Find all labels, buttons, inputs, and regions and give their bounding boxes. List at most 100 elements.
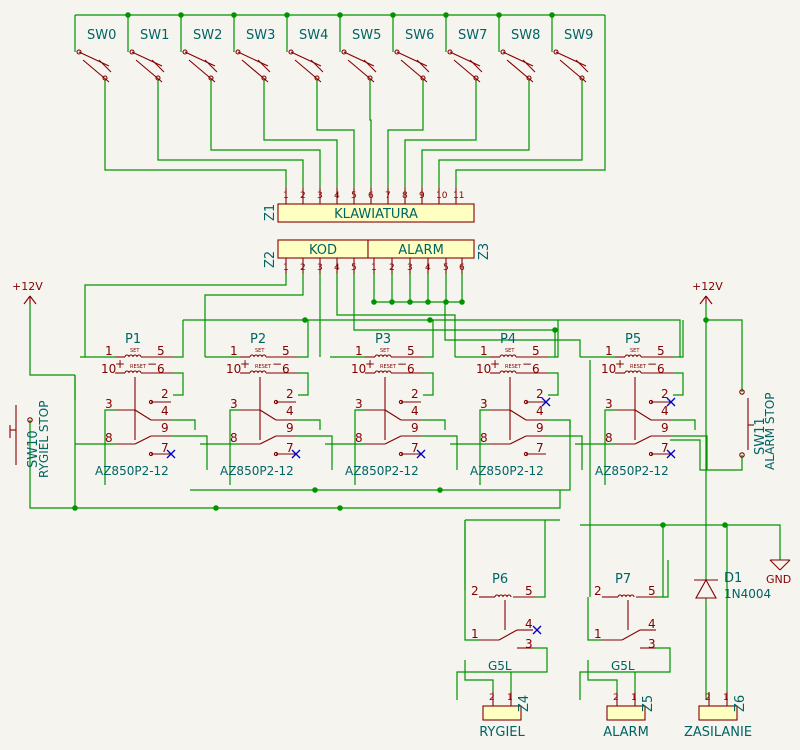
connector-pin-number: 5 xyxy=(443,263,449,273)
switch-lever xyxy=(151,59,165,73)
relay-wire xyxy=(579,647,671,700)
diode-value: 1N4004 xyxy=(724,587,771,601)
relay-value: AZ850P2-12 xyxy=(345,464,419,478)
keypad-connector-ref: Z1 xyxy=(263,204,278,221)
switch-lever xyxy=(310,59,324,73)
keypad-wire xyxy=(263,80,338,188)
relay-coil xyxy=(124,370,130,374)
relay-pin-number: 2 xyxy=(594,584,602,598)
relay-coil xyxy=(632,370,638,374)
connector-pin-number: 2 xyxy=(613,693,619,703)
relay-coil xyxy=(629,594,635,598)
relay-wire xyxy=(673,372,684,396)
relay-ref: P4 xyxy=(500,332,516,347)
relay-reset-label: RESET xyxy=(380,364,397,370)
relay-coil xyxy=(625,594,631,598)
relay-wire xyxy=(296,435,333,470)
relay-polarity: − xyxy=(522,357,532,371)
rygiel-stop-value: RYGIEL STOP xyxy=(37,401,51,478)
relay-polarity: − xyxy=(397,357,407,371)
relay-coil xyxy=(621,594,627,598)
connector-pin-number: 3 xyxy=(407,263,413,273)
connector-pin-number: 10 xyxy=(436,191,448,201)
relay-polarity: − xyxy=(272,357,282,371)
junction-dot xyxy=(213,505,219,511)
relay-reset-label: RESET xyxy=(130,364,147,370)
power-symbol xyxy=(29,295,37,305)
relay-coil xyxy=(382,354,388,358)
switch-ref: SW8 xyxy=(511,28,540,43)
connector-pin-number: 3 xyxy=(317,191,323,201)
relay-coil xyxy=(502,594,508,598)
switch-lever xyxy=(98,59,112,73)
relay-pin-number: 6 xyxy=(532,362,540,376)
diode-body xyxy=(695,578,717,599)
switch-contact xyxy=(500,49,506,55)
alarm-stop-value: ALARM STOP xyxy=(763,392,777,470)
relay-pin-number: 9 xyxy=(286,421,294,435)
relay-contact xyxy=(273,451,279,457)
switch-contact xyxy=(739,452,745,458)
relay-pin-number: 1 xyxy=(355,344,363,358)
relay-ref: P1 xyxy=(125,332,141,347)
switch-lever xyxy=(559,59,587,83)
relay-coil xyxy=(494,594,500,598)
junction-dot xyxy=(72,505,78,511)
no-connect-mark xyxy=(291,449,301,459)
junction-dot xyxy=(231,12,237,18)
relay-coil xyxy=(624,370,630,374)
switch-contact xyxy=(314,75,320,81)
no-connect-mark xyxy=(541,397,551,407)
relay-coil xyxy=(378,370,384,374)
relay-pin-number: 1 xyxy=(471,627,479,641)
alarm-out-connector-body xyxy=(606,705,646,721)
switch-contact xyxy=(394,49,400,55)
connector-pin-number: 4 xyxy=(334,263,340,273)
relay-contact-arm xyxy=(134,409,152,421)
switch-lever xyxy=(343,51,375,67)
relay-pin-number: 8 xyxy=(355,431,363,445)
relay-pin-number: 3 xyxy=(605,397,613,411)
code-wire xyxy=(336,274,456,357)
relay-polarity: + xyxy=(615,357,625,371)
relay-contact-arm xyxy=(384,409,402,421)
switch-lever xyxy=(188,59,216,83)
connector-pin-number: 1 xyxy=(631,693,637,703)
relay-reset-label: RESET xyxy=(630,364,647,370)
switch-lever xyxy=(449,51,481,67)
relay-coil xyxy=(624,354,630,358)
relay-pin-number: 3 xyxy=(355,397,363,411)
relay-pin-number: 5 xyxy=(648,584,656,598)
relay-coil xyxy=(628,354,634,358)
gnd-symbol xyxy=(779,559,791,571)
switch-lever xyxy=(522,59,536,73)
relay-coil xyxy=(507,354,513,358)
junction-dot xyxy=(371,299,377,305)
switch-ref: SW4 xyxy=(299,28,328,43)
connector-pin-number: 4 xyxy=(425,263,431,273)
relay-pin-number: 6 xyxy=(407,362,415,376)
switch-ref: SW3 xyxy=(246,28,275,43)
relay-coil xyxy=(253,370,259,374)
relay-coil xyxy=(636,370,642,374)
alarm-wire xyxy=(444,302,581,357)
connector-pin-number: 2 xyxy=(705,693,711,703)
code-wire xyxy=(353,274,556,357)
rail-wire xyxy=(190,420,571,491)
junction-dot xyxy=(337,505,343,511)
relay-pin-number: 3 xyxy=(105,397,113,411)
relay-set-label: SET xyxy=(505,348,515,354)
relay-wire xyxy=(535,560,546,598)
relay-set-label: SET xyxy=(380,348,390,354)
code-wire xyxy=(204,274,304,357)
relay-coil xyxy=(507,370,513,374)
keypad-wire xyxy=(104,80,287,188)
switch-contact xyxy=(553,49,559,55)
relay-contact xyxy=(648,451,654,457)
keypad-connector-label: KLAWIATURA xyxy=(334,207,418,222)
relay-wire xyxy=(229,409,240,485)
no-connect-mark xyxy=(666,449,676,459)
relay-ref: P2 xyxy=(250,332,266,347)
relay-polarity: + xyxy=(490,357,500,371)
junction-dot xyxy=(302,317,308,323)
